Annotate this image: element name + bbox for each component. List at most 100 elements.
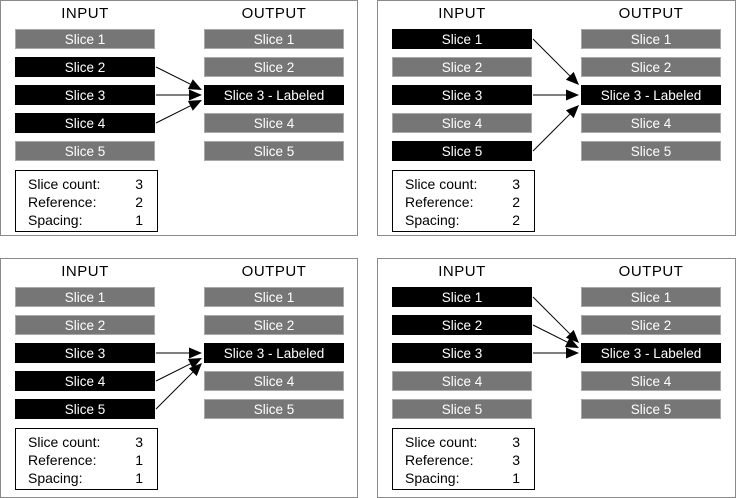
- slice-label: Slice 3 - Labeled: [600, 87, 702, 103]
- param-value: 2: [512, 212, 520, 228]
- output-slice-4: Slice 4: [204, 113, 344, 133]
- slice-label: Slice 2: [630, 317, 672, 333]
- arrow-line: [155, 363, 191, 382]
- slice-label: Slice 5: [630, 143, 672, 159]
- slice-label: Slice 2: [64, 317, 106, 333]
- slice-label: Slice 5: [253, 401, 295, 417]
- arrow-line: [155, 371, 194, 410]
- param-value: 3: [512, 176, 520, 192]
- output-slice-4: Slice 4: [581, 113, 721, 133]
- param-row: Spacing: 1: [405, 469, 520, 487]
- slice-label: Slice 1: [64, 289, 106, 305]
- output-column-header: OUTPUT: [241, 263, 307, 280]
- param-row: Slice count:3: [405, 433, 520, 451]
- arrow-line: [532, 324, 568, 343]
- arrowhead-icon: [565, 105, 579, 119]
- param-row: Slice count: 3: [405, 175, 520, 193]
- slice-label: Slice 4: [441, 373, 483, 389]
- slice-label: Slice 2: [441, 317, 483, 333]
- output-slice-2: Slice 2: [581, 57, 721, 77]
- slice-label: Slice 2: [630, 59, 672, 75]
- param-value: 1: [512, 470, 520, 486]
- arrow-line: [532, 113, 571, 152]
- param-label: Slice count:: [405, 176, 478, 192]
- param-label: Spacing:: [405, 212, 460, 228]
- param-value: 2: [135, 194, 143, 210]
- output-slice-5: Slice 5: [204, 399, 344, 419]
- param-value: 1: [135, 470, 143, 486]
- input-slice-2: Slice 2: [15, 57, 155, 77]
- param-label: Spacing:: [405, 470, 460, 486]
- slice-label: Slice 3: [441, 87, 483, 103]
- output-slice-4: Slice 4: [581, 371, 721, 391]
- output-slice-1: Slice 1: [581, 287, 721, 307]
- slice-label: Slice 2: [253, 59, 295, 75]
- output-slice-3: Slice 3 - Labeled: [581, 343, 721, 363]
- input-slice-3: Slice 3: [392, 343, 532, 363]
- slice-label: Slice 4: [630, 115, 672, 131]
- slice-label: Slice 5: [441, 143, 483, 159]
- output-column-header: OUTPUT: [618, 5, 684, 22]
- param-value: 3: [135, 176, 143, 192]
- arrowhead-icon: [189, 89, 202, 101]
- output-slice-3: Slice 3 - Labeled: [204, 343, 344, 363]
- param-value: 1: [135, 452, 143, 468]
- slice-label: Slice 2: [441, 59, 483, 75]
- param-label: Reference:: [405, 452, 474, 468]
- input-slice-1: Slice 1: [392, 29, 532, 49]
- output-slice-3: Slice 3 - Labeled: [581, 85, 721, 105]
- input-slice-1: Slice 1: [15, 287, 155, 307]
- param-row: Slice count: 3: [28, 433, 143, 451]
- slice-label: Slice 3: [64, 345, 106, 361]
- slice-label: Slice 5: [64, 401, 106, 417]
- output-slice-1: Slice 1: [581, 29, 721, 49]
- input-column-header: INPUT: [438, 263, 486, 280]
- output-slice-2: Slice 2: [581, 315, 721, 335]
- param-label: Slice count:: [28, 434, 101, 450]
- param-row: Reference:3: [405, 451, 520, 469]
- param-value: 3: [135, 434, 143, 450]
- output-slice-3: Slice 3 - Labeled: [204, 85, 344, 105]
- arrow-line: [532, 296, 571, 335]
- slice-label: Slice 3: [64, 87, 106, 103]
- input-slice-2: Slice 2: [15, 315, 155, 335]
- slice-label: Slice 4: [630, 373, 672, 389]
- input-slice-3: Slice 3: [15, 343, 155, 363]
- input-slice-2: Slice 2: [392, 57, 532, 77]
- arrowhead-icon: [565, 329, 579, 343]
- input-slice-2: Slice 2: [392, 315, 532, 335]
- slice-label: Slice 1: [630, 289, 672, 305]
- slice-label: Slice 3: [441, 345, 483, 361]
- input-slice-3: Slice 3: [15, 85, 155, 105]
- arrowhead-icon: [566, 89, 579, 101]
- output-slice-1: Slice 1: [204, 287, 344, 307]
- slice-label: Slice 2: [64, 59, 106, 75]
- slice-label: Slice 3 - Labeled: [600, 345, 702, 361]
- slice-label: Slice 5: [630, 401, 672, 417]
- input-slice-4: Slice 4: [15, 371, 155, 391]
- param-label: Slice count:: [405, 434, 478, 450]
- param-value: 1: [135, 212, 143, 228]
- output-column-header: OUTPUT: [241, 5, 307, 22]
- input-slice-1: Slice 1: [15, 29, 155, 49]
- input-slice-4: Slice 4: [392, 371, 532, 391]
- param-row: Spacing: 2: [405, 211, 520, 229]
- output-slice-5: Slice 5: [204, 141, 344, 161]
- param-row: Spacing:1: [28, 211, 143, 229]
- input-slice-5: Slice 5: [392, 399, 532, 419]
- input-slice-3: Slice 3: [392, 85, 532, 105]
- slice-label: Slice 1: [630, 31, 672, 47]
- arrowhead-icon: [564, 337, 579, 348]
- arrowhead-icon: [565, 71, 579, 85]
- slice-label: Slice 1: [441, 31, 483, 47]
- slice-label: Slice 3 - Labeled: [223, 87, 325, 103]
- param-row: Reference:2: [405, 193, 520, 211]
- arrow-line: [155, 105, 191, 124]
- arrowhead-icon: [187, 100, 202, 111]
- arrow-line: [532, 38, 571, 77]
